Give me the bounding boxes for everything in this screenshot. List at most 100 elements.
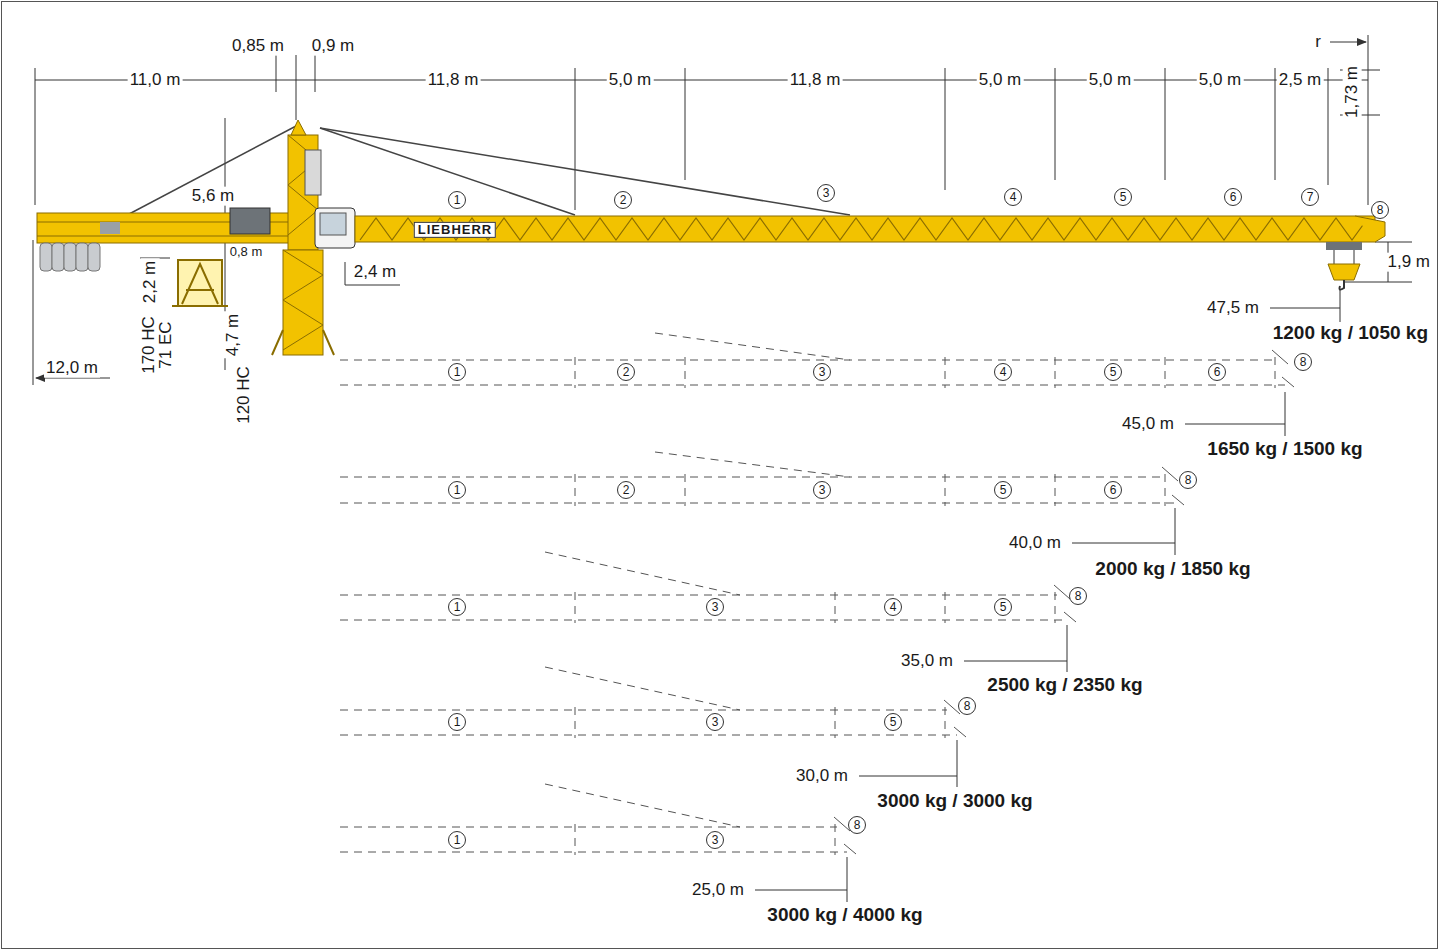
- part-number-circle: 1: [448, 363, 466, 381]
- dashed-jib-line: [545, 784, 740, 827]
- dashed-jib-line: [1275, 357, 1276, 388]
- part-number-circle: 1: [448, 191, 466, 209]
- dimension-label: 170 HC: [140, 314, 159, 376]
- dimension-label: 25,0 m: [690, 881, 746, 900]
- dashed-jib-line: [1165, 474, 1166, 506]
- dashed-jib-line: [685, 474, 686, 506]
- dimension-label: 30,0 m: [794, 767, 850, 786]
- callout-number: 2: [623, 366, 630, 378]
- dimension-label: 12,0 m: [44, 359, 100, 378]
- callout-number: 8: [964, 700, 971, 712]
- dimension-label: 2,2 m: [141, 259, 160, 306]
- dimension-label: 4,7 m: [224, 312, 243, 359]
- dashed-jib-line: [655, 333, 850, 360]
- dashed-jib-line: [340, 852, 847, 853]
- dimension-label: 5,0 m: [1087, 71, 1134, 90]
- tower: [272, 120, 355, 355]
- dashed-jib-line: [340, 620, 1067, 621]
- dashed-jib-line: [545, 552, 740, 595]
- dimension-label: 47,5 m: [1205, 299, 1261, 318]
- part-number-circle: 8: [1179, 471, 1197, 489]
- dashed-jib-line: [575, 474, 576, 506]
- callout-number: 6: [1230, 191, 1237, 203]
- dashed-jib-line: [340, 710, 947, 711]
- jib: [320, 128, 1385, 242]
- part-number-circle: 8: [1371, 201, 1389, 219]
- dashed-jib-line: [945, 707, 946, 738]
- dashed-jib-line: [1055, 592, 1056, 623]
- dashed-jib-line: [575, 592, 576, 623]
- load-value: 2500 kg / 2350 kg: [985, 675, 1144, 696]
- callout-number: 8: [1300, 356, 1307, 368]
- dimension-label: 5,0 m: [977, 71, 1024, 90]
- dashed-jib-line: [1054, 585, 1070, 599]
- part-number-circle: 8: [1294, 353, 1312, 371]
- dimension-label: 0,9 m: [310, 37, 357, 56]
- part-number-circle: 2: [617, 363, 635, 381]
- part-number-circle: 8: [1069, 587, 1087, 605]
- part-number-circle: 3: [706, 713, 724, 731]
- part-number-circle: 8: [848, 816, 866, 834]
- load-value: 3000 kg / 3000 kg: [875, 791, 1034, 812]
- callout-number: 5: [1120, 191, 1127, 203]
- callout-number: 6: [1214, 366, 1221, 378]
- part-number-circle: 2: [617, 481, 635, 499]
- load-value: 1650 kg / 1500 kg: [1205, 439, 1364, 460]
- load-value: 1200 kg / 1050 kg: [1271, 323, 1430, 344]
- part-number-circle: 1: [448, 481, 466, 499]
- callout-number: 3: [819, 366, 826, 378]
- dashed-jib-line: [575, 824, 576, 855]
- dashed-jib-line: [835, 824, 836, 855]
- dimension-label: 5,6 m: [190, 187, 237, 206]
- brand-name: LIEBHERR: [414, 222, 496, 238]
- part-number-circle: 4: [884, 598, 902, 616]
- dashed-jib-line: [945, 357, 946, 388]
- part-number-circle: 4: [994, 363, 1012, 381]
- dashed-jib-line: [575, 707, 576, 738]
- dimension-label: 120 HC: [235, 364, 254, 426]
- part-number-circle: 5: [1104, 363, 1122, 381]
- callout-number: 5: [1000, 484, 1007, 496]
- callout-number: 3: [712, 834, 719, 846]
- callout-number: 5: [1000, 601, 1007, 613]
- dashed-jib-line: [945, 474, 946, 506]
- dimension-label: 11,0 m: [128, 71, 183, 90]
- part-number-circle: 3: [813, 481, 831, 499]
- part-number-circle: 7: [1301, 188, 1319, 206]
- dashed-jib-line: [1272, 350, 1288, 364]
- trolley-hook: [1326, 242, 1362, 290]
- callout-number: 1: [454, 366, 461, 378]
- part-number-circle: 5: [884, 713, 902, 731]
- part-number-circle: 1: [448, 713, 466, 731]
- dashed-jib-line: [1162, 467, 1178, 481]
- dashed-jib-line: [545, 667, 740, 710]
- callout-number: 3: [823, 187, 830, 199]
- callout-number: 4: [890, 601, 897, 613]
- callout-number: 1: [454, 716, 461, 728]
- dimension-label: 5,0 m: [1197, 71, 1244, 90]
- callout-number: 3: [712, 716, 719, 728]
- dashed-jib-line: [1064, 612, 1076, 622]
- callout-number: 6: [1110, 484, 1117, 496]
- part-number-circle: 1: [448, 598, 466, 616]
- dashed-jib-line: [945, 592, 946, 623]
- dimension-label: 0,85 m: [230, 37, 286, 56]
- dashed-jib-line: [1055, 357, 1056, 388]
- part-number-circle: 5: [1114, 188, 1132, 206]
- part-number-circle: 2: [614, 191, 632, 209]
- dimension-label: 11,8 m: [426, 71, 481, 90]
- dimension-label: 35,0 m: [899, 652, 955, 671]
- callout-number: 7: [1307, 191, 1314, 203]
- part-number-circle: 3: [813, 363, 831, 381]
- callout-number: 2: [623, 484, 630, 496]
- dashed-jib-line: [1282, 377, 1294, 387]
- part-number-circle: 5: [994, 598, 1012, 616]
- dimension-label: r: [1313, 33, 1323, 52]
- part-number-circle: 8: [958, 697, 976, 715]
- dimension-label: 1,9 m: [1385, 253, 1432, 272]
- part-number-circle: 1: [448, 831, 466, 849]
- callout-number: 2: [620, 194, 627, 206]
- dashed-jib-line: [1172, 495, 1184, 505]
- part-number-circle: 4: [1004, 188, 1022, 206]
